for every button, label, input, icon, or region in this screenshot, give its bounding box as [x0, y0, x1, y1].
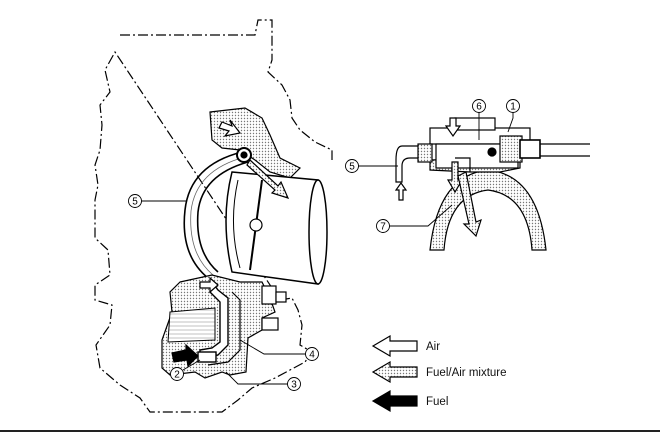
right-flow-arrows — [394, 117, 482, 238]
mixture-arrow-left — [246, 159, 290, 199]
air-arrow-down — [444, 117, 462, 138]
manifold-arch — [429, 169, 547, 251]
legend-mixture-arrow — [371, 360, 418, 384]
fuel-arrow-left — [171, 343, 199, 368]
left-flow-arrows — [171, 119, 290, 368]
fitting-c — [261, 317, 279, 331]
intake-duct-end — [308, 179, 328, 285]
intake-duct-inner — [233, 179, 241, 269]
bottom-rule — [0, 430, 660, 432]
air-arrow-carb — [199, 276, 219, 294]
nozzle-body — [454, 117, 496, 131]
legend-air-arrow — [371, 334, 418, 358]
nozzle-screw — [499, 135, 523, 163]
hose-5-outer — [183, 151, 243, 279]
fitting-b — [275, 291, 287, 303]
right-detail-section — [395, 117, 590, 251]
hose-5-center — [190, 156, 246, 276]
detail-ball — [487, 147, 497, 157]
air-arrow-head — [218, 119, 242, 137]
callout-2: 2 — [174, 370, 180, 381]
callout-7: 7 — [380, 222, 386, 233]
fuel-bowl — [167, 307, 216, 343]
legend — [371, 334, 418, 413]
outlet-pipe — [540, 143, 590, 157]
air-arrow-up — [394, 181, 408, 201]
jet-2 — [197, 351, 217, 363]
nozzle-cap — [519, 139, 541, 159]
callout-1: 1 — [510, 102, 516, 113]
throttle-shaft — [249, 218, 263, 232]
callout-6: 6 — [476, 102, 482, 113]
callout-5-left: 5 — [132, 197, 138, 208]
left-callouts — [128, 194, 319, 391]
legend-air-label: Air — [426, 341, 440, 353]
callout-3: 3 — [291, 380, 297, 391]
mixture-arrow-large — [457, 171, 482, 238]
legend-mixture-label: Fuel/Air mixture — [426, 367, 507, 379]
legend-fuel-arrow — [371, 389, 418, 413]
legend-fuel-label: Fuel — [426, 396, 448, 408]
left-engine-section — [94, 19, 333, 413]
callout-4: 4 — [309, 350, 315, 361]
callout-2-circle — [170, 367, 184, 381]
mixture-arrow-small — [446, 161, 464, 194]
right-callouts — [345, 99, 520, 233]
hose-5-inner — [196, 161, 249, 273]
fitting-a — [261, 285, 277, 305]
callout-5-right: 5 — [349, 162, 355, 173]
